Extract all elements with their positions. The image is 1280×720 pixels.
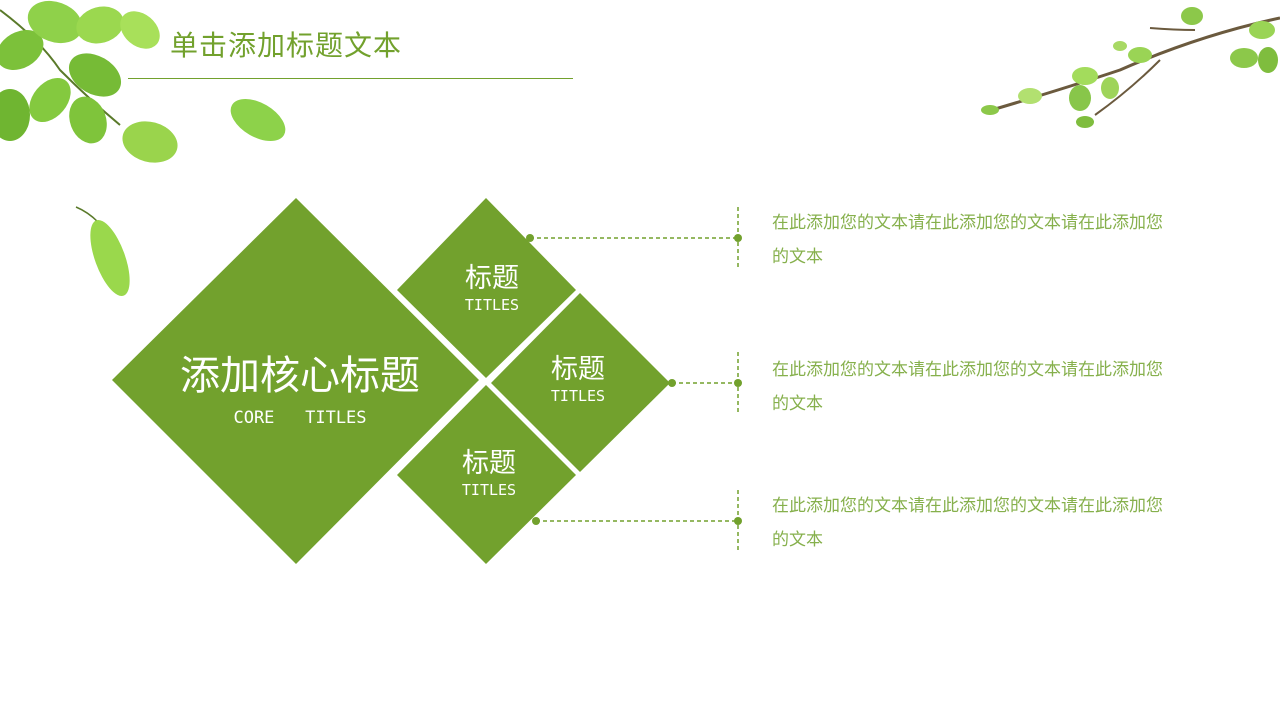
title-block-3[interactable]: 标题 TITLES xyxy=(429,447,549,499)
connector-3 xyxy=(536,490,739,550)
title-underline xyxy=(128,78,573,79)
core-title: 添加核心标题 xyxy=(180,353,420,399)
connector-dots xyxy=(526,234,742,525)
item-title: 标题 xyxy=(551,354,605,385)
item-subtitle: TITLES xyxy=(464,296,520,314)
title-diamond-3 xyxy=(397,385,576,564)
leaf-cluster-top-left-icon xyxy=(0,0,286,163)
description-2[interactable]: 在此添加您的文本请在此添加您的文本请在此添加您的文本 xyxy=(772,360,1163,414)
description-1[interactable]: 在此添加您的文本请在此添加您的文本请在此添加您的文本 xyxy=(772,213,1163,267)
connector-2 xyxy=(672,352,739,412)
item-title: 标题 xyxy=(465,263,519,294)
title-diamond-2 xyxy=(491,293,670,472)
title-block-1[interactable]: 标题 TITLES xyxy=(432,262,552,314)
core-title-block[interactable]: 添加核心标题 CORE TITLES xyxy=(140,350,460,428)
item-subtitle: TITLES xyxy=(461,481,517,499)
item-subtitle: TITLES xyxy=(550,387,606,405)
item-title: 标题 xyxy=(462,448,516,479)
core-subtitle: CORE TITLES xyxy=(233,408,367,428)
connector-1 xyxy=(530,207,739,268)
core-diamond xyxy=(112,198,479,564)
page-title[interactable]: 单击添加标题文本 xyxy=(170,29,403,62)
title-diamond-1 xyxy=(397,198,576,378)
falling-leaf-icon xyxy=(75,206,130,296)
title-block-2[interactable]: 标题 TITLES xyxy=(518,353,638,405)
description-3[interactable]: 在此添加您的文本请在此添加您的文本请在此添加您的文本 xyxy=(772,496,1163,550)
branch-top-right-icon xyxy=(981,7,1280,128)
